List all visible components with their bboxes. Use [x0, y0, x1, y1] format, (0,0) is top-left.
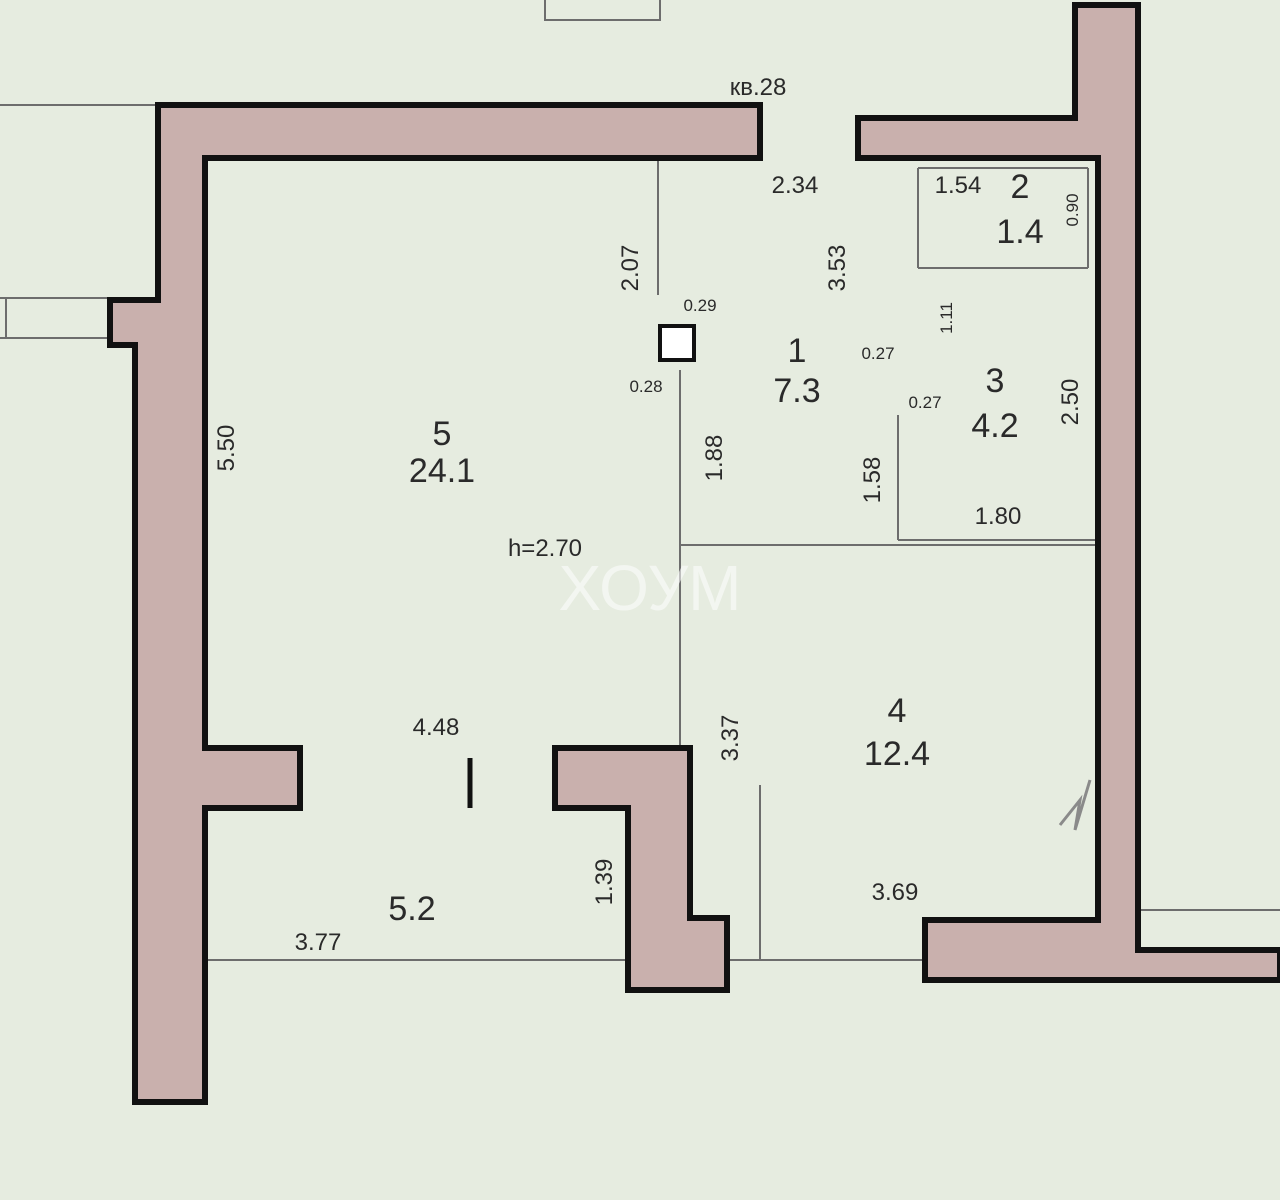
- neighbor-apartment-label: кв.28: [730, 74, 787, 101]
- dim-1-54: 1.54: [935, 172, 982, 199]
- room-6-area: 5.2: [388, 890, 435, 928]
- walls: [107, 2, 1280, 1105]
- dim-3-53: 3.53: [824, 245, 851, 292]
- dim-1-39: 1.39: [591, 859, 618, 906]
- room-3-number: 3: [986, 362, 1005, 400]
- ceiling-height: h=2.70: [508, 535, 582, 562]
- dim-3-69: 3.69: [872, 879, 919, 906]
- room-3-area: 4.2: [971, 407, 1018, 445]
- dim-0-90: 0.90: [1063, 193, 1082, 226]
- room-4-area: 12.4: [864, 735, 930, 773]
- dim-1-88: 1.88: [701, 435, 728, 482]
- partition-lines: [205, 160, 1095, 961]
- wall-partition-bathroom: [552, 745, 730, 993]
- dim-3-77: 3.77: [295, 929, 342, 956]
- room-4-number: 4: [888, 692, 907, 730]
- mark-icon: [1058, 779, 1092, 831]
- dim-5-50: 5.50: [213, 425, 240, 472]
- dim-0-27-b: 0.27: [908, 393, 941, 412]
- dim-1-11: 1.11: [937, 302, 956, 334]
- dim-2-07: 2.07: [617, 245, 644, 292]
- dim-0-27-a: 0.27: [861, 344, 894, 363]
- wall-north-west: [107, 102, 763, 1105]
- vent-shaft: [658, 324, 696, 362]
- dim-2-50: 2.50: [1057, 379, 1084, 426]
- watermark: ХОУМ: [559, 552, 742, 624]
- room-5-number: 5: [433, 415, 452, 453]
- dim-0-29: 0.29: [683, 296, 716, 315]
- room-1-area: 7.3: [773, 372, 820, 410]
- room-2-number: 2: [1011, 168, 1030, 206]
- wall-east: [855, 2, 1280, 983]
- room-1-number: 1: [788, 332, 807, 370]
- dim-3-37: 3.37: [717, 715, 744, 762]
- room-2-area: 1.4: [996, 213, 1043, 251]
- dim-1-80: 1.80: [975, 503, 1022, 530]
- room-5-area: 24.1: [409, 452, 475, 490]
- dim-2-34: 2.34: [772, 172, 819, 199]
- dim-4-48: 4.48: [413, 714, 460, 741]
- dim-1-58: 1.58: [859, 457, 886, 504]
- dim-0-28: 0.28: [629, 377, 662, 396]
